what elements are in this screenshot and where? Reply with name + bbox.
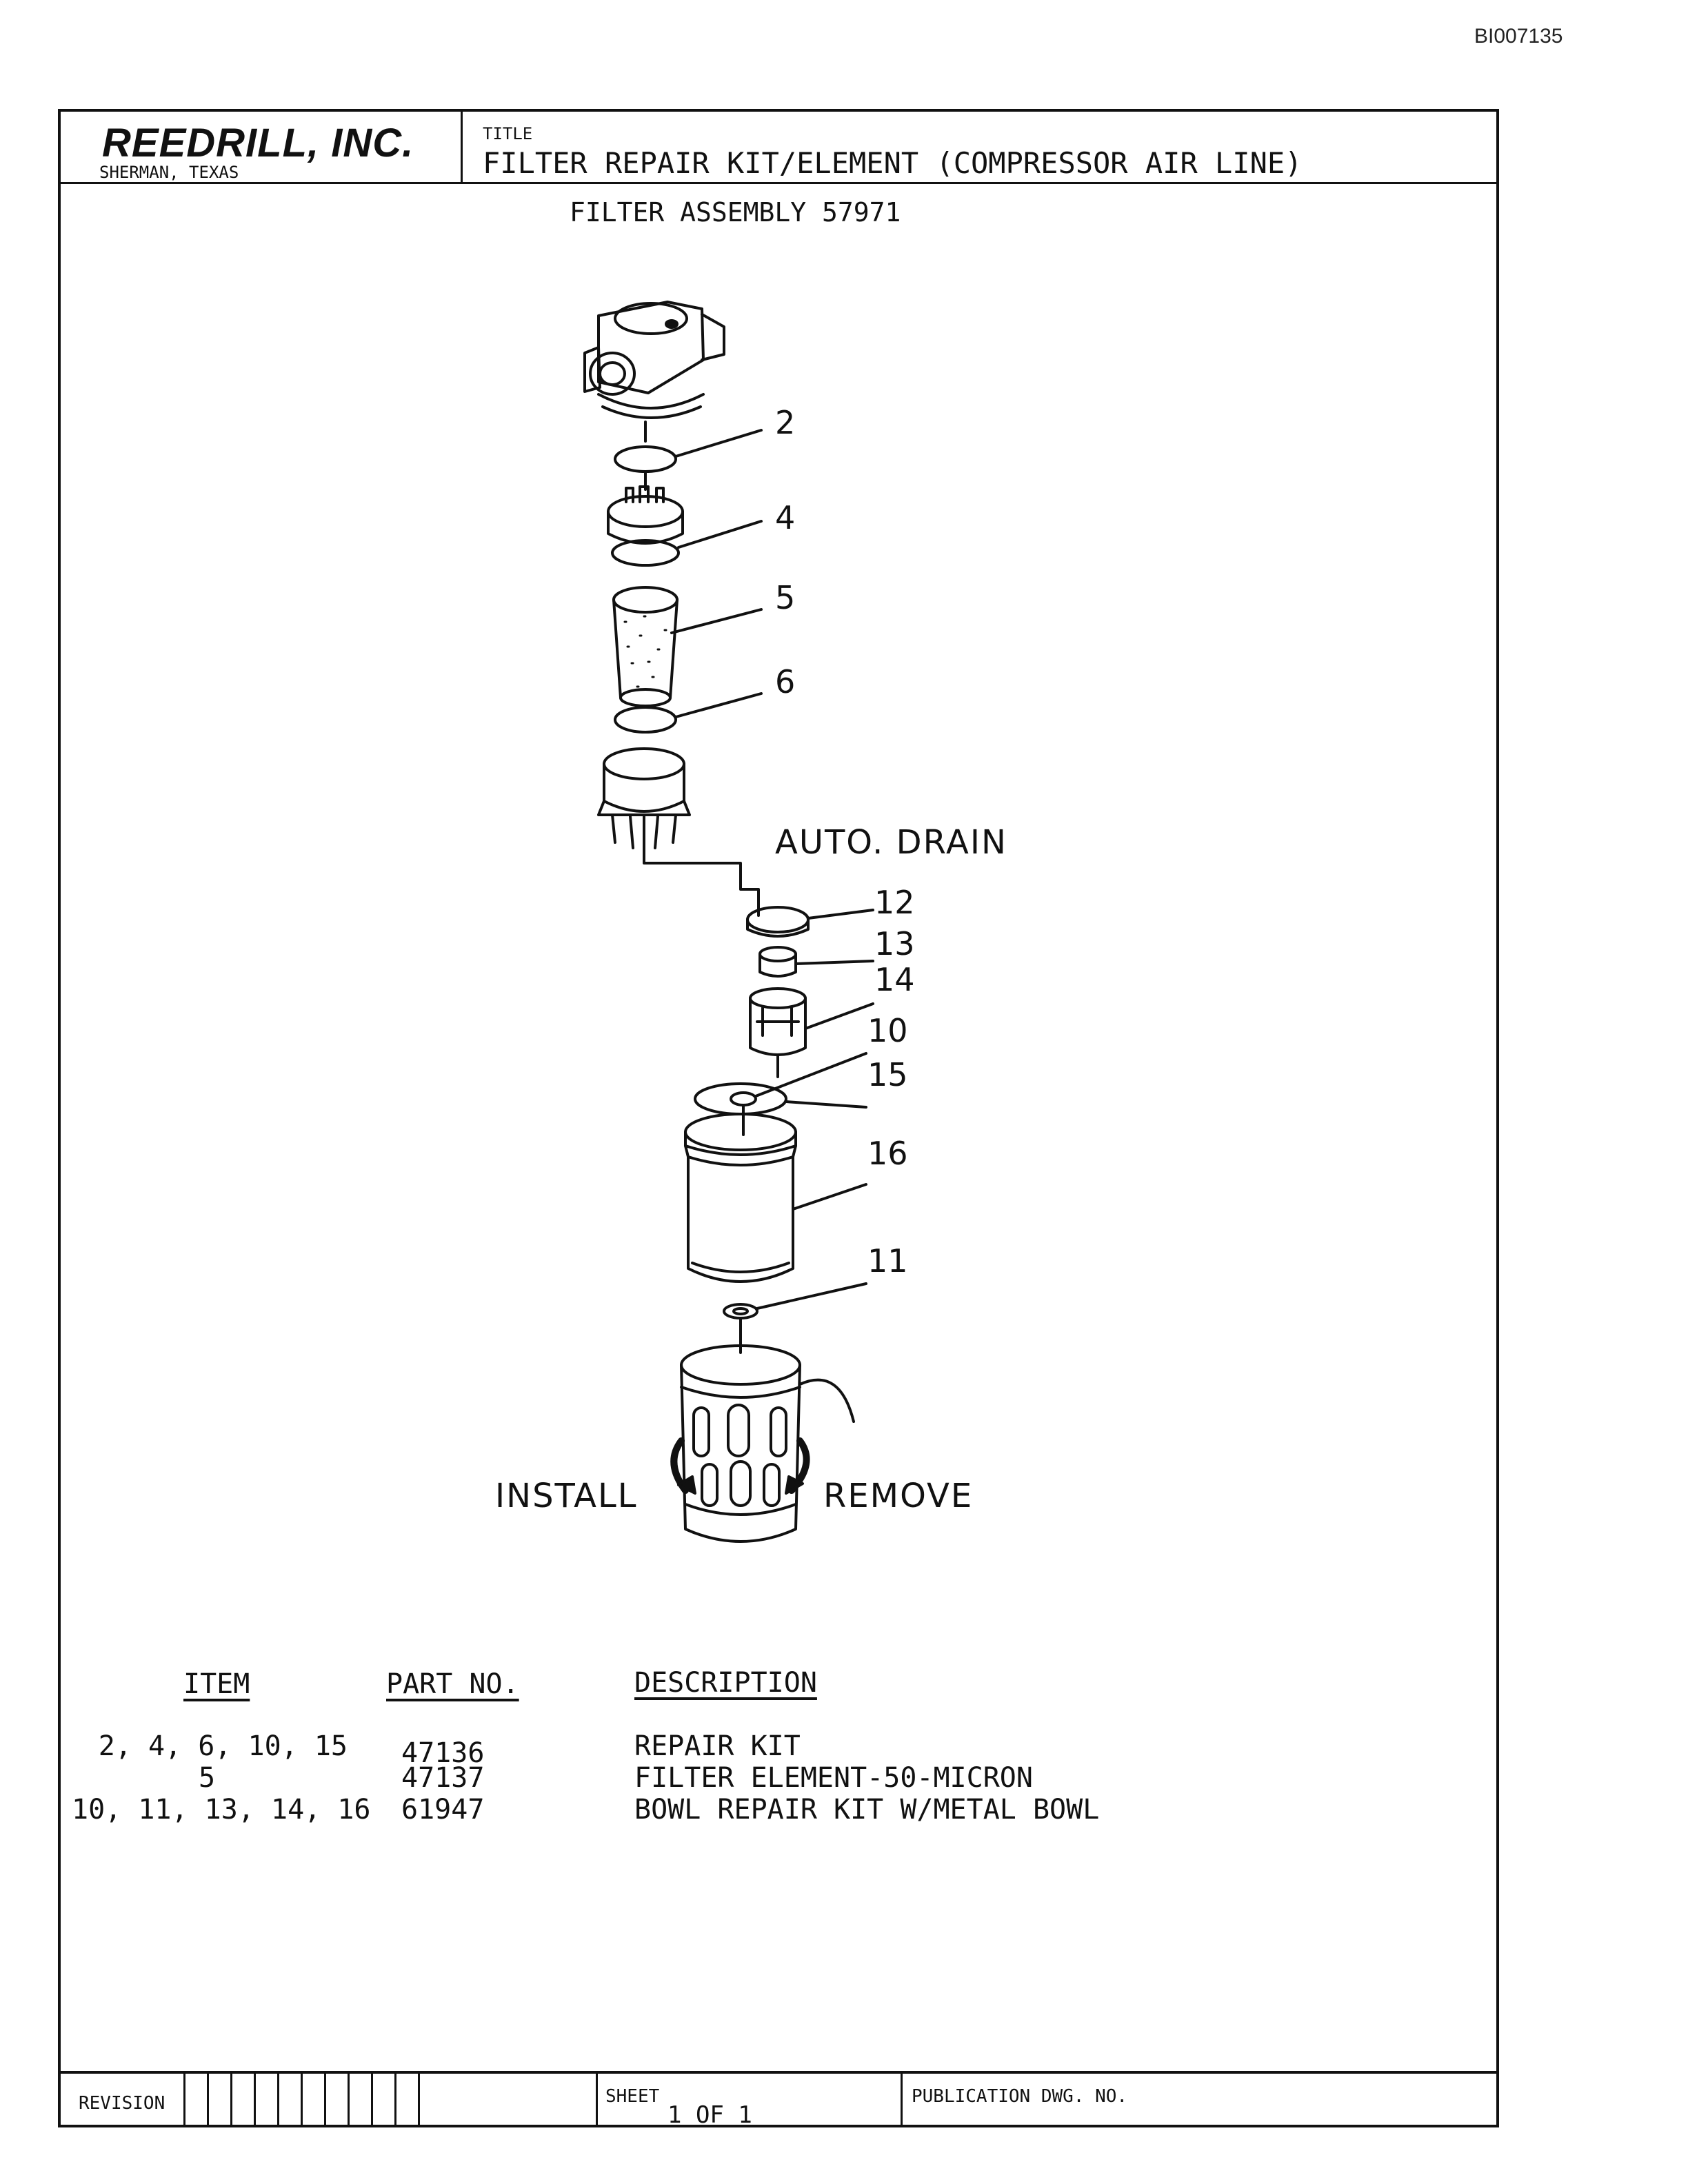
- footer-divider-2: [901, 2074, 903, 2125]
- row-1-part: 47136: [401, 1737, 485, 1769]
- callout-15: 15: [867, 1056, 908, 1093]
- exploded-view-drawing: [583, 301, 874, 1543]
- title-label: TITLE: [483, 124, 533, 143]
- remove-label: REMOVE: [823, 1477, 974, 1515]
- row-3-part: 61947: [401, 1794, 485, 1826]
- filter-head: [583, 301, 725, 419]
- assembly-subtitle: FILTER ASSEMBLY 57971: [570, 197, 901, 228]
- row-3-description: BOWL REPAIR KIT W/METAL BOWL: [634, 1794, 1100, 1826]
- o-ring-15: [694, 1082, 787, 1115]
- row-1-description: REPAIR KIT: [634, 1730, 801, 1762]
- filter-element-5: [612, 586, 679, 707]
- company-name: REEDRILL, INC.: [102, 121, 414, 165]
- callout-10: 10: [867, 1012, 908, 1049]
- company-location: SHERMAN, TEXAS: [99, 163, 239, 182]
- revision-cells: [183, 2074, 441, 2125]
- header-rule: [61, 182, 1496, 184]
- o-ring-6: [614, 706, 677, 734]
- metal-bowl-guard: [680, 1344, 855, 1543]
- col-header-description: DESCRIPTION: [634, 1667, 817, 1699]
- bowl-16: [684, 1113, 797, 1283]
- col-header-part-no: PART NO.: [386, 1668, 519, 1700]
- footer-title-block: REVISION SHEET 1 OF 1 PUBLICATION DWG. N…: [61, 2071, 1496, 2129]
- drain-part-14: [749, 987, 807, 1056]
- document-id: BI007135: [1474, 25, 1563, 48]
- row-2-description: FILTER ELEMENT-50-MICRON: [634, 1762, 1033, 1794]
- drain-part-13: [758, 946, 797, 978]
- header-divider: [461, 112, 463, 182]
- drain-part-12: [746, 906, 810, 933]
- drawing-frame: REEDRILL, INC. SHERMAN, TEXAS TITLE FILT…: [58, 109, 1499, 2129]
- baffle-4: [607, 485, 684, 545]
- callout-2: 2: [775, 404, 796, 441]
- callout-16: 16: [867, 1135, 908, 1172]
- callout-4: 4: [775, 499, 796, 536]
- publication-label: PUBLICATION DWG. NO.: [912, 2086, 1128, 2107]
- row-2-part: 47137: [401, 1762, 485, 1794]
- callout-13: 13: [874, 925, 915, 962]
- revision-label: REVISION: [79, 2093, 165, 2114]
- callout-14: 14: [874, 961, 915, 998]
- o-ring-4: [611, 539, 680, 567]
- sheet-value: 1 OF 1: [667, 2101, 752, 2129]
- o-ring-2: [614, 445, 677, 473]
- auto-drain-label: AUTO. DRAIN: [775, 823, 1007, 862]
- col-header-item: ITEM: [183, 1668, 250, 1700]
- install-label: INSTALL: [495, 1477, 638, 1515]
- callout-12: 12: [874, 884, 915, 921]
- callout-5: 5: [775, 579, 796, 616]
- footer-divider-1: [596, 2074, 598, 2125]
- sheet-label: SHEET: [605, 2086, 660, 2107]
- row-2-item: 5: [199, 1762, 216, 1794]
- gasket-10: [730, 1091, 757, 1106]
- row-1-item: 2, 4, 6, 10, 15: [98, 1730, 348, 1762]
- callout-6: 6: [775, 663, 796, 700]
- callout-11: 11: [867, 1242, 908, 1280]
- washer-11: [723, 1303, 758, 1320]
- row-3-item: 10, 11, 13, 14, 16: [72, 1794, 371, 1826]
- document-title: FILTER REPAIR KIT/ELEMENT (COMPRESSOR AI…: [483, 146, 1303, 180]
